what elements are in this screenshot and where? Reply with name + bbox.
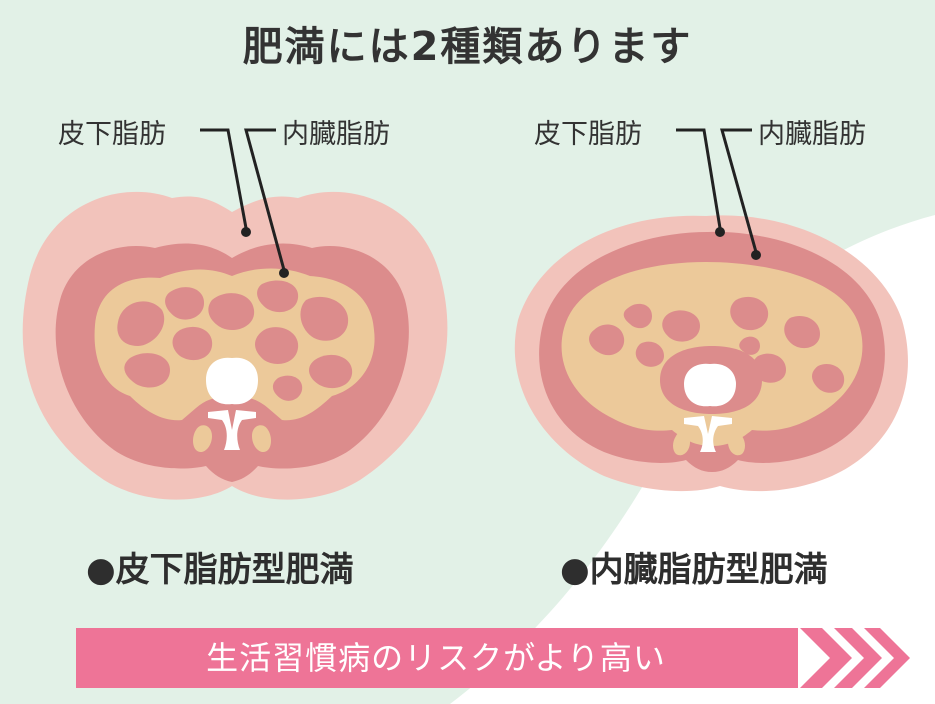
left-dot-subcutaneous: [241, 227, 251, 237]
chevron-3: [864, 628, 910, 688]
right-spine-body: [684, 363, 736, 407]
left-back-fat-right: [252, 425, 271, 453]
risk-banner-text: 生活習慣病のリスクがより高い: [206, 639, 666, 677]
right-caption: ●内臓脂肪型肥満: [560, 550, 828, 590]
right-leader-visceral: [720, 128, 758, 253]
left-abdomen-cross-section: [22, 128, 448, 500]
left-dot-visceral: [279, 268, 289, 278]
left-intestine-blobs: [117, 280, 353, 401]
right-back-fat-right: [728, 431, 745, 456]
right-intestine-blobs: [589, 296, 845, 393]
left-leader-visceral: [244, 128, 286, 271]
risk-banner-arrow: [76, 628, 910, 688]
right-spine-process: [684, 416, 732, 452]
chevron-2: [834, 628, 882, 688]
right-dot-subcutaneous: [715, 227, 725, 237]
right-abdomen-cross-section: [514, 128, 908, 492]
right-label-subcutaneous: 皮下脂肪: [534, 119, 642, 150]
right-dot-visceral: [751, 250, 761, 260]
left-back-fat-left: [193, 425, 212, 453]
right-back-fat-left: [673, 431, 690, 456]
right-leader-subcutaneous: [676, 128, 722, 229]
left-label-subcutaneous: 皮下脂肪: [58, 119, 166, 150]
left-spine-body: [206, 357, 258, 405]
chevron-1: [800, 628, 852, 688]
right-label-visceral: 内臓脂肪: [758, 119, 866, 150]
left-caption: ●皮下脂肪型肥満: [86, 550, 354, 590]
left-leader-subcutaneous: [200, 128, 248, 229]
left-spine-process: [208, 410, 256, 450]
page-title: 肥満には2種類あります: [242, 24, 693, 70]
risk-banner-bar: [76, 628, 798, 688]
left-label-visceral: 内臓脂肪: [282, 119, 390, 150]
